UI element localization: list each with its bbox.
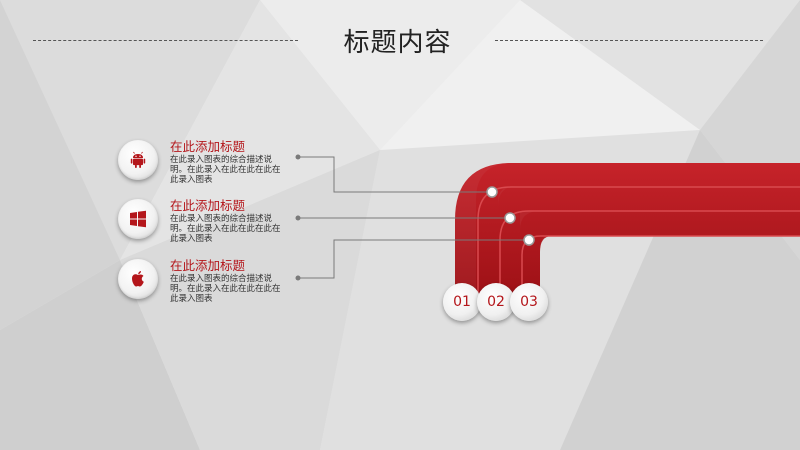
number-circle-01: 01 — [443, 283, 481, 321]
list-item-01: 在此添加标题 在此录入图表的综合描述说明。在此录入在此在此在此在此录入图表 — [118, 140, 308, 190]
connector-dot-03 — [295, 275, 301, 281]
android-icon — [130, 151, 146, 168]
title-divider-left — [33, 40, 298, 41]
android-icon-badge — [118, 140, 158, 180]
number-circle-02: 02 — [477, 283, 515, 321]
apple-icon-badge — [118, 259, 158, 299]
connector-03 — [298, 239, 529, 279]
item-desc-03: 在此录入图表的综合描述说明。在此录入在此在此在此在此录入图表 — [170, 274, 281, 304]
list-item-03: 在此添加标题 在此录入图表的综合描述说明。在此录入在此在此在此在此录入图表 — [118, 259, 308, 309]
connector-dot-01 — [295, 154, 301, 160]
list-item-02: 在此添加标题 在此录入图表的综合描述说明。在此录入在此在此在此在此录入图表 — [118, 199, 308, 249]
band-node-02 — [504, 212, 516, 224]
band-separator-3 — [521, 235, 800, 300]
item-title-01: 在此添加标题 — [170, 139, 246, 154]
windows-icon — [130, 210, 146, 228]
band-node-01 — [486, 186, 498, 198]
header: 标题内容 — [0, 0, 800, 80]
apple-icon — [132, 271, 144, 287]
band-node-03 — [523, 234, 535, 246]
number-circle-03: 03 — [510, 283, 548, 321]
band-outer — [455, 163, 800, 300]
page-title: 标题内容 — [343, 28, 452, 58]
band-separator-1 — [477, 186, 800, 300]
item-title-03: 在此添加标题 — [170, 258, 246, 273]
windows-icon-badge — [118, 199, 158, 239]
connector-01 — [298, 156, 492, 193]
item-desc-01: 在此录入图表的综合描述说明。在此录入在此在此在此在此录入图表 — [170, 155, 281, 185]
title-divider-right — [495, 40, 763, 41]
item-desc-02: 在此录入图表的综合描述说明。在此录入在此在此在此在此录入图表 — [170, 214, 281, 244]
item-title-02: 在此添加标题 — [170, 198, 246, 213]
connector-dot-02 — [295, 215, 301, 221]
